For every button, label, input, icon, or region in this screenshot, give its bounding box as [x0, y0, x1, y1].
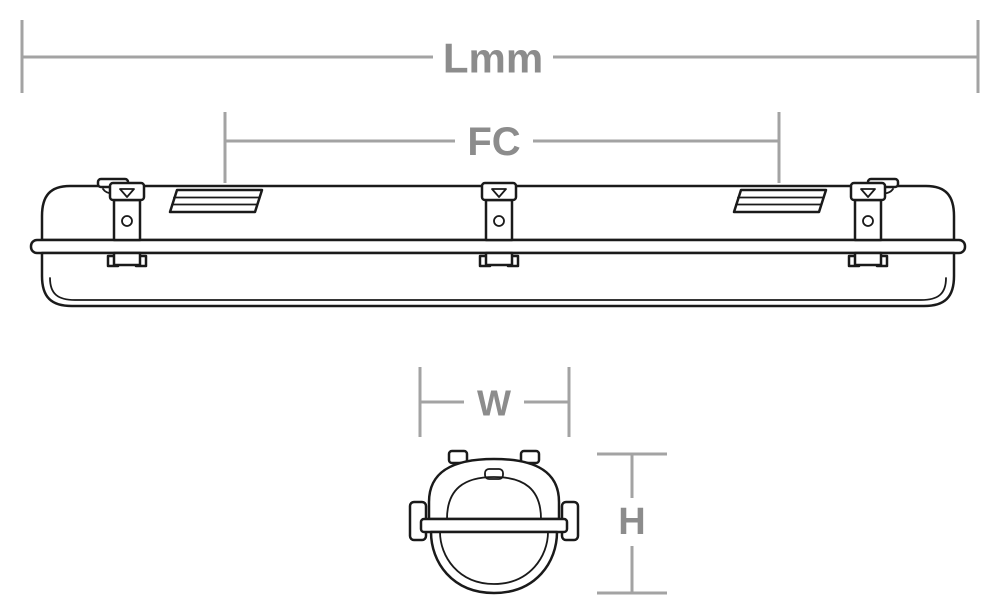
width-dim-label: W [477, 383, 511, 424]
end-view-gasket-flange [419, 517, 569, 534]
vent-outline [168, 188, 264, 214]
mounting-clip-right [847, 181, 889, 268]
height-dim-label: H [618, 501, 645, 543]
luminaire-end-view [408, 449, 580, 595]
length-dimension: Lmm [20, 20, 980, 93]
height-dimension: H [597, 452, 667, 595]
fixing-centres-dimension: FC [223, 112, 781, 183]
vent-slot-left [168, 188, 264, 214]
end-view-diffuser [429, 530, 559, 595]
vent-slot-right [732, 188, 828, 214]
gasket-flange [29, 238, 967, 255]
diffuser [40, 251, 956, 308]
mounting-clip-left [106, 181, 148, 268]
length-dim-label: Lmm [443, 35, 543, 82]
end-view-housing [427, 457, 561, 521]
mounting-clip-centre [478, 181, 520, 268]
end-view-diffuser-inner-line [439, 531, 549, 585]
diffuser-inner-line [49, 277, 947, 301]
vent-outline [732, 188, 828, 214]
fc-dim-label: FC [467, 120, 520, 164]
end-view-reflector [446, 476, 542, 520]
width-dimension: W [418, 367, 571, 437]
luminaire-side-view [29, 177, 967, 308]
